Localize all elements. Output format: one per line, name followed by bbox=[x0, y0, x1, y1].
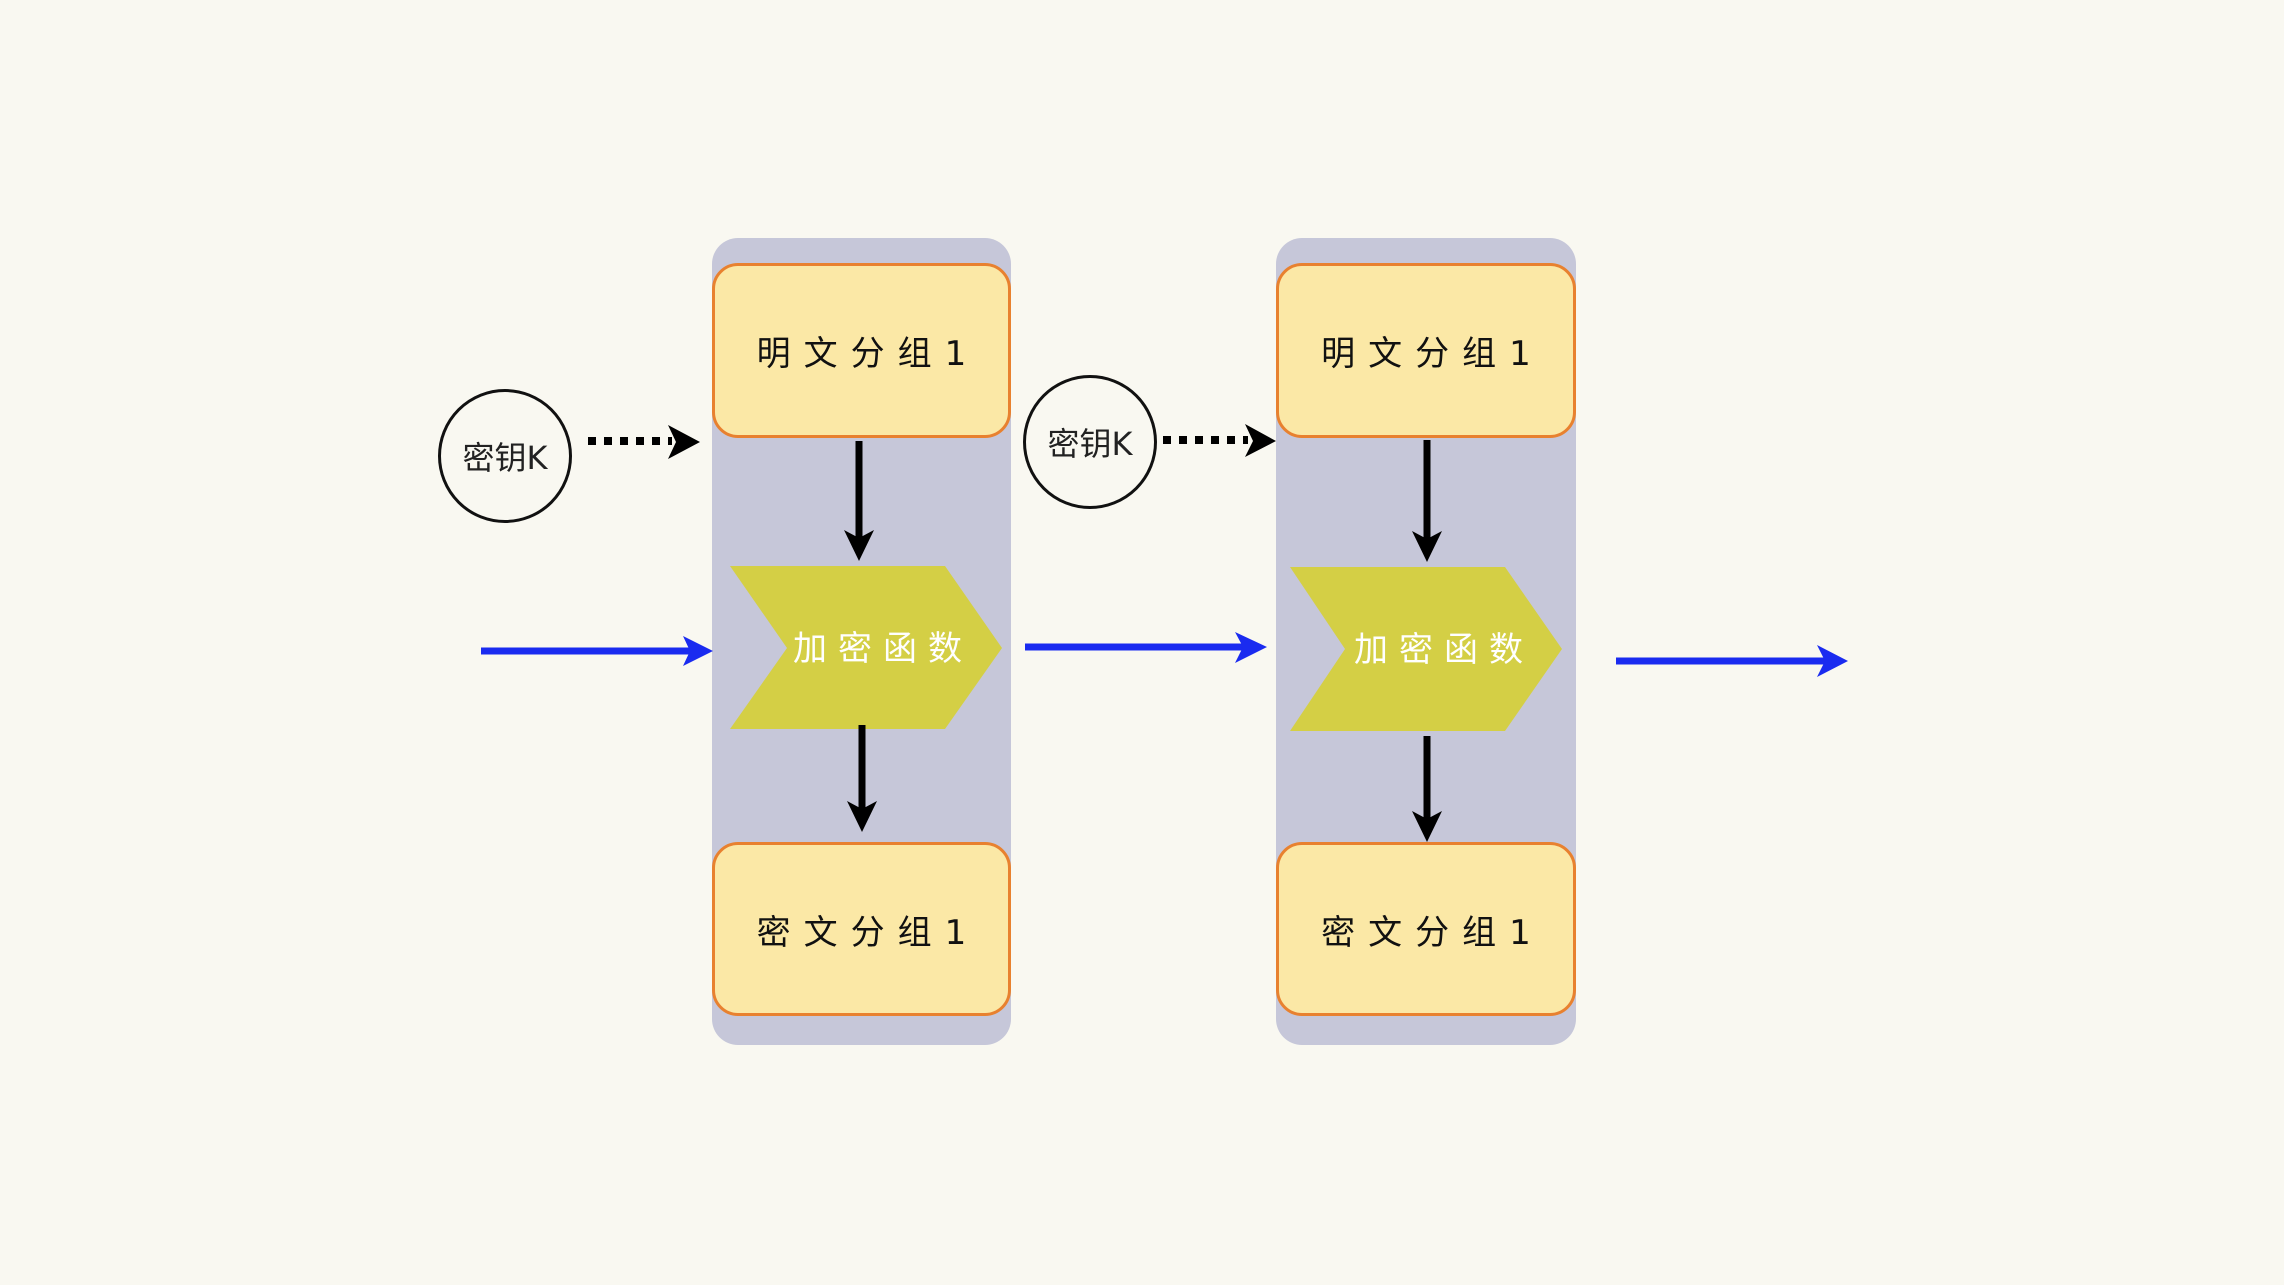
middle-chain-arrow bbox=[1025, 632, 1267, 663]
stage-2-plaintext-block: 明文分组1 bbox=[1276, 263, 1576, 438]
stage-2-key-label: 密钥K bbox=[1047, 425, 1133, 463]
stage-2-ciphertext-block: 密文分组1 bbox=[1276, 842, 1576, 1016]
stage-2-plaintext-label: 明文分组1 bbox=[1321, 334, 1544, 374]
stage-2-encryption-function bbox=[1290, 567, 1562, 731]
input-chain-arrow bbox=[481, 636, 713, 666]
stage-1-key-label: 密钥K bbox=[462, 439, 548, 477]
stage-2-ciphertext-label: 密文分组1 bbox=[1321, 912, 1544, 953]
stage-1-function-label: 加密函数 bbox=[793, 629, 973, 669]
stage-2-plaintext-to-function-arrow bbox=[1412, 440, 1442, 562]
stage-2-key-node: 密钥K bbox=[1023, 375, 1157, 509]
stage-1-plaintext-label: 明文分组1 bbox=[756, 334, 980, 374]
stage-1-ciphertext-block: 密文分组1 bbox=[712, 842, 1011, 1016]
stage-1-key-node: 密钥K bbox=[438, 389, 572, 523]
stage-1-plaintext-block: 明文分组1 bbox=[712, 263, 1011, 438]
stage-2-key-arrow bbox=[1163, 424, 1276, 457]
stage-1-function-to-ciphertext-arrow bbox=[847, 725, 877, 832]
stage-2-function-to-ciphertext-arrow bbox=[1412, 736, 1442, 842]
output-chain-arrow bbox=[1616, 645, 1848, 677]
stage-2-function-label: 加密函数 bbox=[1354, 630, 1534, 670]
stage-1-encryption-function bbox=[730, 566, 1002, 729]
stage-1-ciphertext-label: 密文分组1 bbox=[756, 912, 980, 953]
stage-1-plaintext-to-function-arrow bbox=[844, 441, 874, 561]
stage-1-key-arrow bbox=[588, 425, 700, 459]
